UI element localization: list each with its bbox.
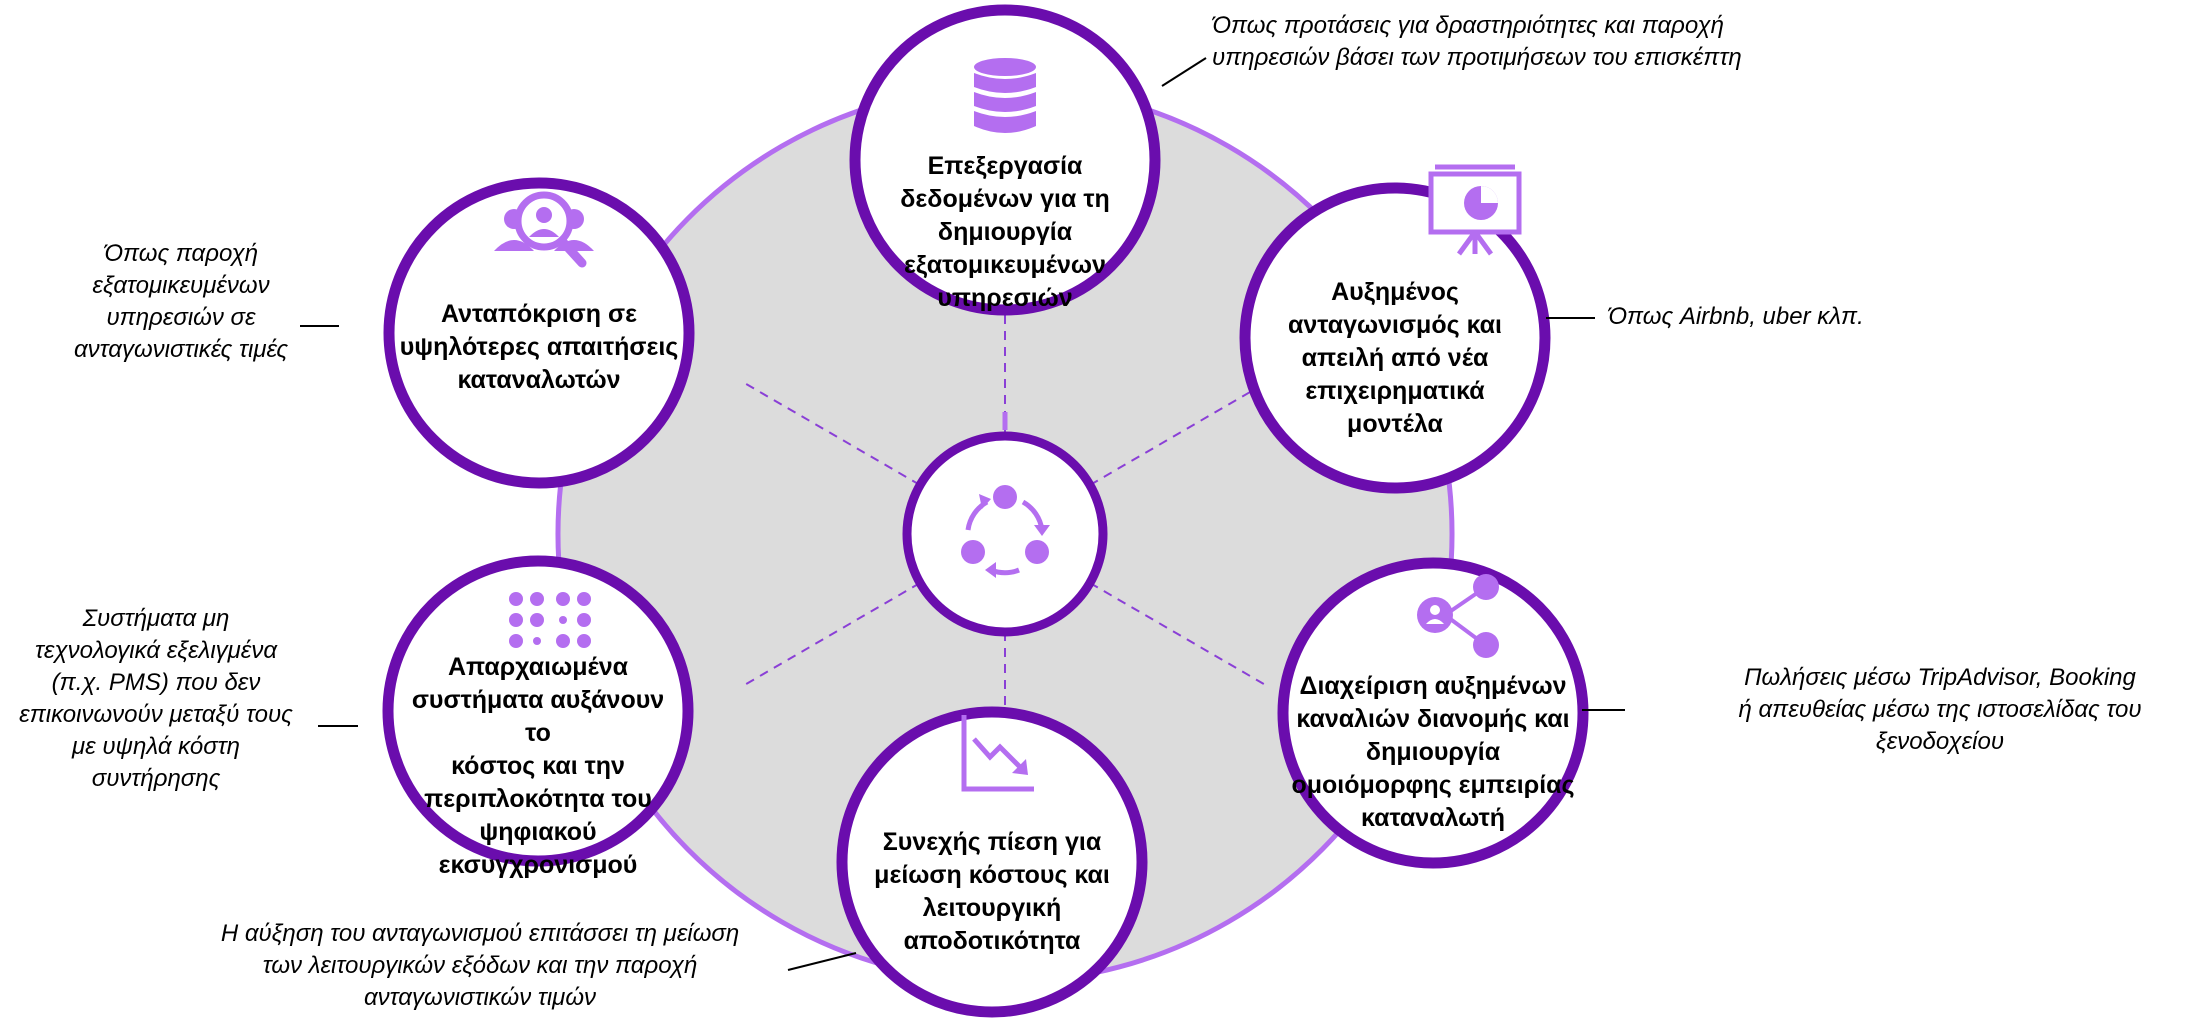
node-label-top: Επεξεργασία δεδομένων για τη δημιουργία … (900, 152, 1110, 312)
node-label-upper-right: Αυξημένος ανταγωνισμός και απειλή από νέ… (1287, 278, 1502, 438)
node-label-lower-right: Διαχείριση αυξημένων καναλιών διανομής κ… (1291, 672, 1575, 832)
node-circle-lower-left (382, 555, 694, 867)
share-network-icon (1417, 574, 1499, 658)
presentation-chart-icon (1428, 164, 1522, 256)
node-circle-top (849, 4, 1161, 316)
trend-down-icon (961, 715, 1034, 792)
node-label-bottom: Συνεχής πίεση για μείωση κόστους και λει… (874, 828, 1110, 955)
note-lower-right: Πωλήσεις μέσω TripAdvisor, Booking ή απε… (1738, 664, 2142, 755)
note-bottom: Η αύξηση του ανταγωνισμού επιτάσσει τη μ… (220, 920, 740, 1011)
node-circle-upper-left (383, 177, 695, 489)
note-upper-right: Όπως Airbnb, uber κλπ. (1608, 303, 1864, 330)
node-label-lower-left: Απαρχαιωμένα συστήματα αυξάνουν το κόστο… (411, 653, 665, 879)
dot-grid-icon (509, 592, 591, 648)
leader-lines (300, 57, 1625, 971)
note-lower-left: Συστήματα μη τεχνολογικά εξελιγμένα (π.χ… (19, 605, 293, 792)
node-circle-upper-right (1239, 182, 1551, 494)
center-circle (902, 431, 1108, 637)
cycle-arrows-icon (961, 485, 1050, 578)
node-circle-lower-right (1277, 557, 1589, 869)
note-top: Όπως προτάσεις για δραστηριότητες και πα… (1212, 12, 1742, 71)
database-icon (974, 58, 1036, 133)
node-label-upper-left: Ανταπόκριση σε υψηλότερες απαιτήσεις κατ… (399, 300, 679, 394)
user-search-icon (494, 191, 594, 268)
note-upper-left: Όπως παροχή εξατομικευμένων υπηρεσιών σε… (73, 240, 289, 363)
node-circle-bottom (836, 706, 1148, 1018)
